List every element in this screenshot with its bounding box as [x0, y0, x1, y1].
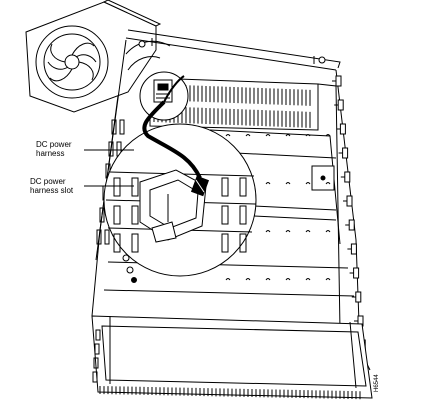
side-vent: [99, 207, 105, 223]
slot-ejector: [335, 75, 342, 87]
chassis-top-panel: [125, 29, 341, 71]
side-vent: [96, 229, 102, 245]
rail-mark: [305, 230, 311, 233]
dc-power-harness-slot-label: DC power harness slot: [30, 177, 74, 195]
detail-slot: [131, 177, 139, 197]
bezel-slot: [95, 329, 101, 341]
dc-power-harness-cable: [142, 75, 202, 179]
slot-ejector: [339, 123, 346, 135]
rail-mark: [305, 278, 311, 281]
detail-slot: [239, 177, 247, 197]
detail-slot: [131, 205, 139, 225]
rail-mark: [325, 134, 331, 137]
bezel-slot: [92, 371, 98, 383]
rail-mark: [285, 230, 291, 233]
detail-slot: [113, 177, 121, 197]
fan-tray: [25, 0, 171, 113]
slot-ejector: [337, 99, 344, 111]
slot-ejector: [344, 171, 351, 183]
detail-slot: [113, 205, 121, 225]
detail-slot: [131, 233, 139, 253]
slot-ejector: [350, 243, 357, 255]
detail-slot: [113, 233, 121, 253]
left-cable-clips: [122, 254, 137, 283]
bezel-slot: [94, 343, 100, 355]
slot-ejector: [355, 291, 362, 303]
bezel-slot: [93, 357, 99, 369]
side-vent: [108, 141, 114, 157]
rail-mark: [285, 182, 291, 185]
rail-mark: [225, 278, 231, 281]
dc-power-connector: [190, 175, 210, 197]
detail-slot: [221, 233, 229, 253]
slot-ejector: [353, 267, 360, 279]
rail-mark: [265, 134, 271, 137]
slot-ejector: [348, 219, 355, 231]
detail-slot: [221, 205, 229, 225]
rail-mark: [245, 278, 251, 281]
rail-mark: [305, 134, 311, 137]
rail-mark: [265, 230, 271, 233]
rail-mark: [305, 182, 311, 185]
detail-magnifier: [103, 123, 257, 277]
rail-mark: [325, 182, 331, 185]
callout-leaders: [84, 149, 134, 187]
rail-mark: [285, 278, 291, 281]
rail-mark: [285, 134, 291, 137]
rail-mark: [325, 230, 331, 233]
slot-ejector: [346, 195, 353, 207]
harness-slot-bracket: [139, 169, 207, 243]
rail-mark: [265, 182, 271, 185]
front-bezel: [91, 315, 373, 400]
detail-slot: [239, 233, 247, 253]
dc-power-harness-label: DC power harness: [36, 140, 72, 158]
slot-ejector: [342, 147, 349, 159]
rail-mark: [245, 134, 251, 137]
rail-mark: [225, 134, 231, 137]
side-vent: [119, 119, 125, 135]
side-vent: [111, 119, 117, 135]
fan-1-icon: [35, 25, 109, 99]
figure-id: H6544: [374, 374, 380, 392]
detail-slot: [239, 205, 247, 225]
rail-mark: [325, 278, 331, 281]
rail-mark: [265, 278, 271, 281]
side-vent: [104, 229, 110, 245]
detail-slot: [221, 177, 229, 197]
